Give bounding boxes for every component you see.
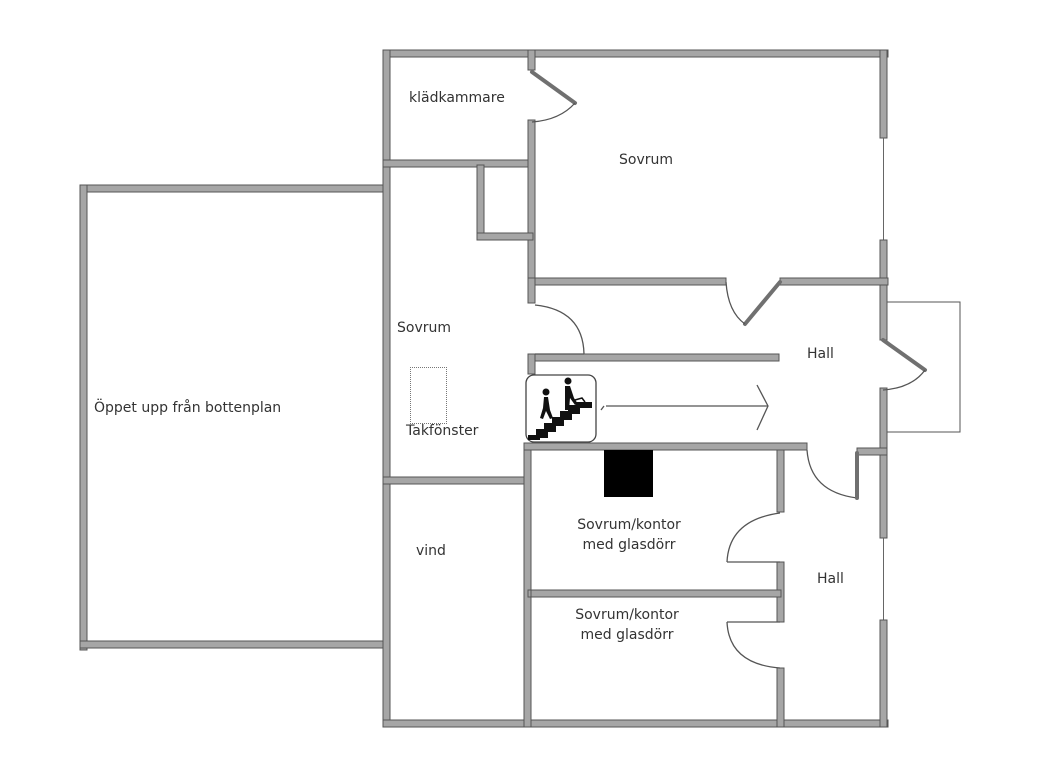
closet-walls [476, 164, 534, 241]
office-2-door[interactable] [726, 621, 781, 669]
room-label-hall-upper: Hall [807, 346, 834, 362]
kladkammare-walls [382, 49, 536, 281]
stairs[interactable] [525, 374, 597, 443]
office-walls [523, 442, 888, 728]
entry-door[interactable] [881, 338, 927, 391]
room-label-vind: vind [416, 543, 446, 559]
kladkammare-door[interactable] [530, 70, 577, 123]
sovrum-left-door[interactable] [534, 304, 585, 355]
office-1-line2: med glasdörr [582, 537, 676, 553]
entry-porch [887, 301, 961, 433]
office-1-door[interactable] [726, 512, 781, 563]
hall-lower-door[interactable] [806, 449, 859, 500]
room-label-sovrum-top: Sovrum [619, 152, 674, 168]
room-label-office-2: Sovrum/kontor med glasdörr [552, 605, 702, 645]
room-label-hall-lower: Hall [817, 571, 844, 587]
office-2-line1: Sovrum/kontor [575, 607, 679, 623]
skylight-icon [410, 367, 447, 424]
room-label-sovrum-left: Sovrum [397, 320, 452, 336]
room-label-kladkammare: klädkammare [409, 90, 505, 106]
office-1-line1: Sovrum/kontor [577, 517, 681, 533]
office-2-line2: med glasdörr [580, 627, 674, 643]
room-label-takfonster: Takfönster [406, 423, 479, 439]
sovrum-top-door[interactable] [725, 280, 782, 326]
outer-walls [382, 49, 889, 728]
room-label-office-1: Sovrum/kontor med glasdörr [554, 515, 704, 555]
room-label-open-area: Öppet upp från bottenplan [94, 400, 282, 416]
sovrum-left-walls [382, 277, 780, 728]
stair-direction-arrow [600, 384, 769, 431]
sovrum-top-walls [527, 277, 889, 286]
